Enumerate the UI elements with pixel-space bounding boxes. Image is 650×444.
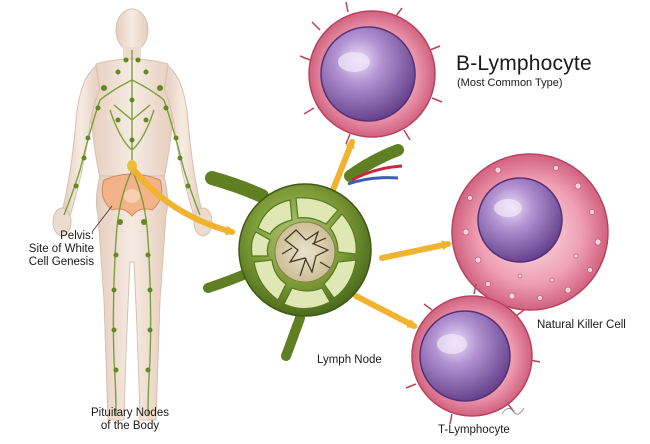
pelvis-pointer-line <box>91 205 113 233</box>
pituitary-label-line-1: Pituitary Nodes <box>91 407 169 419</box>
pituitary-nodes-label: Pituitary Nodes of the Body <box>72 407 188 433</box>
natural-killer-cell-label: Natural Killer Cell <box>537 319 626 331</box>
pelvis-label: Pelvis: Site of White Cell Genesis <box>6 230 94 270</box>
b-lymphocyte-title: B-Lymphocyte <box>456 52 592 75</box>
pituitary-label-line-2: of the Body <box>100 420 160 433</box>
artist-signature <box>501 407 525 415</box>
arrow-node-to-nk-cell <box>379 240 452 261</box>
pelvis-label-line-1: Pelvis: <box>60 230 94 242</box>
lymph-node-label: Lymph Node <box>317 354 382 366</box>
pelvis-label-line-2: Site of White <box>28 243 94 256</box>
t-lymphocyte-cell <box>405 283 541 425</box>
t-lymphocyte-label: T-Lymphocyte <box>438 424 510 436</box>
b-lymphocyte-cell <box>299 1 443 145</box>
pelvis-label-line-3: Cell Genesis <box>28 256 94 269</box>
human-body-figure <box>52 8 213 421</box>
lymph-node-illustration <box>203 144 404 361</box>
arrow-pelvis-to-node <box>131 167 236 236</box>
natural-killer-cell <box>451 153 609 311</box>
arrow-node-to-t-cell <box>353 293 418 329</box>
b-lymphocyte-subtitle: (Most Common Type) <box>457 77 563 89</box>
